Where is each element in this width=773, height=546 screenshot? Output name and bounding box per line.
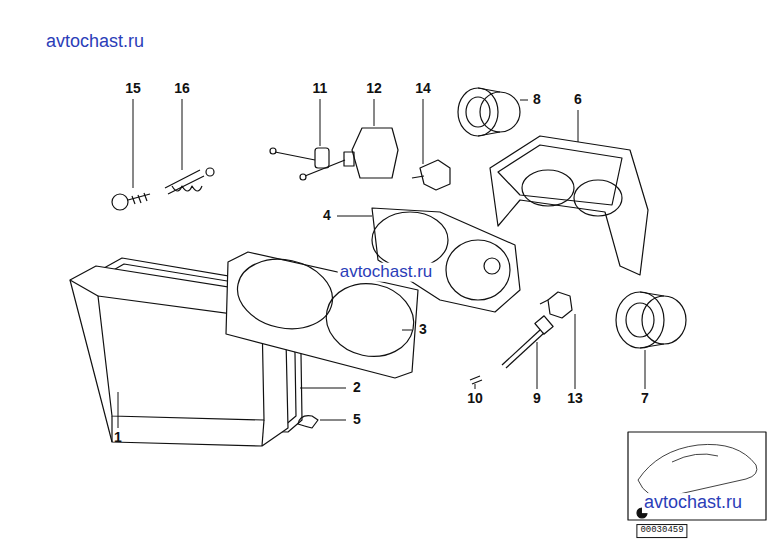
housing (490, 136, 648, 275)
callout-number: 8 (532, 92, 542, 107)
callout-number: 4 (322, 208, 332, 223)
callout-number: 12 (365, 81, 383, 96)
callout-number: 3 (418, 322, 428, 337)
callout-number: 15 (124, 81, 142, 96)
callout-number: 13 (566, 391, 584, 406)
callout-number: 16 (173, 81, 191, 96)
leader-lines (118, 99, 645, 428)
callout-number: 2 (352, 380, 362, 395)
callout-number: 10 (466, 391, 484, 406)
watermark: avtochast.ru (44, 32, 146, 52)
callout-number: 9 (532, 391, 542, 406)
watermark: avtochast.ru (642, 493, 744, 513)
diagram-id: 00030459 (636, 524, 687, 538)
callout-number: 5 (352, 412, 362, 427)
callout-number: 1 (113, 430, 123, 445)
watermark: avtochast.ru (338, 263, 435, 282)
callout-number: 14 (414, 81, 432, 96)
callout-number: 7 (640, 391, 650, 406)
callout-number: 6 (573, 92, 583, 107)
callout-number: 11 (312, 81, 329, 96)
inset-frame (628, 432, 766, 520)
